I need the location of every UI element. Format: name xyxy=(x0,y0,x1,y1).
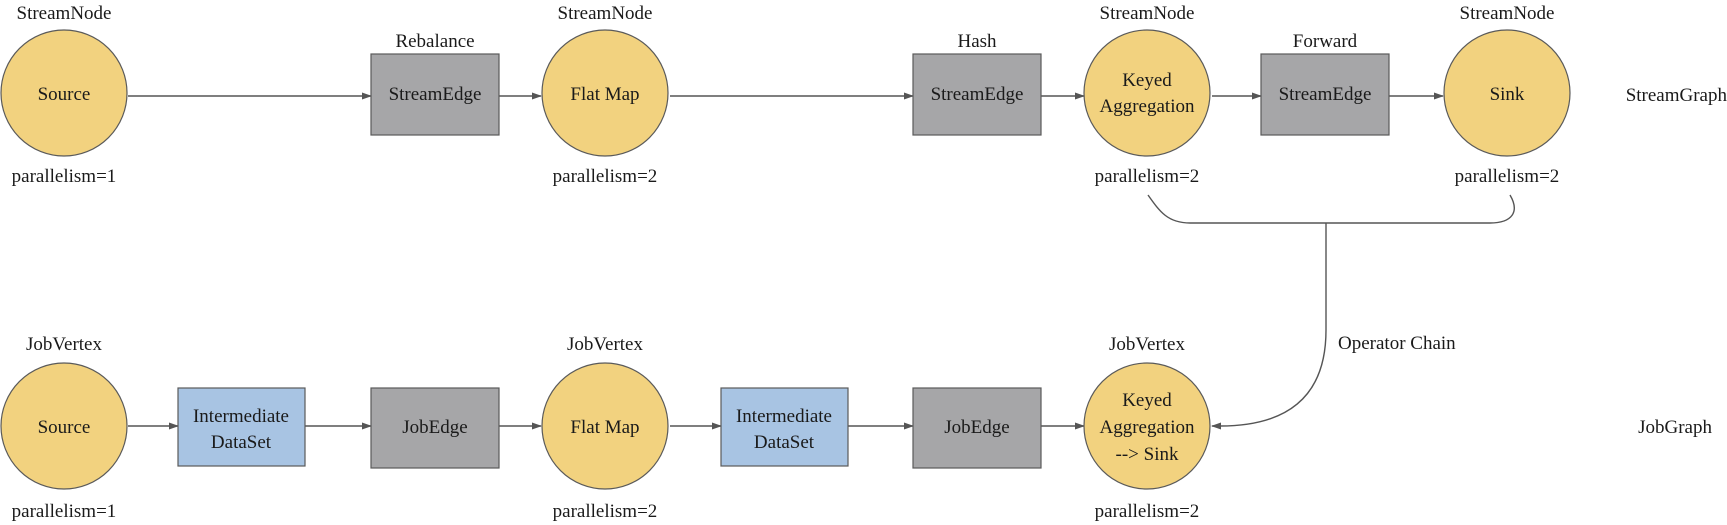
intermediate-dataset-name-line-1: Intermediate xyxy=(736,406,832,427)
stream-graph-label: StreamGraph xyxy=(1626,85,1727,106)
stream-node-sink: StreamNode Sink parallelism=2 xyxy=(1443,3,1571,187)
stream-node-type-label: StreamNode xyxy=(1100,3,1195,24)
stream-node-name-line-1: Keyed xyxy=(1122,70,1172,91)
stream-edge-hash: Hash StreamEdge xyxy=(912,31,1042,136)
stream-node-circle xyxy=(1083,29,1211,157)
job-vertex-flat-map: JobVertex Flat Map parallelism=2 xyxy=(541,334,669,522)
stream-node-name: Source xyxy=(38,84,91,105)
stream-edge-forward: Forward StreamEdge xyxy=(1260,31,1390,136)
job-vertex-source: JobVertex Source parallelism=1 xyxy=(0,334,128,522)
job-vertex-name: Flat Map xyxy=(570,417,639,438)
stream-node-flat-map: StreamNode Flat Map parallelism=2 xyxy=(541,3,669,187)
intermediate-dataset-name-line-1: Intermediate xyxy=(193,406,289,427)
operator-chain-arrow xyxy=(1211,223,1327,430)
stream-node-circle xyxy=(0,29,128,157)
job-vertex-name-line-1: Keyed xyxy=(1122,390,1172,411)
job-vertex-circle xyxy=(1083,362,1211,490)
job-vertex-name-line-3: --> Sink xyxy=(1116,444,1179,465)
stream-node-circle xyxy=(541,29,669,157)
job-vertex-name: Source xyxy=(38,417,91,438)
stream-edge-partition-label: Hash xyxy=(957,31,997,52)
stream-edge-name: StreamEdge xyxy=(1279,84,1372,105)
job-edge-2: JobEdge xyxy=(912,387,1042,469)
stream-node-keyed-aggregation: StreamNode Keyed Aggregation parallelism… xyxy=(1083,3,1211,187)
intermediate-dataset-box xyxy=(720,387,849,467)
job-vertex-parallelism: parallelism=2 xyxy=(553,501,658,522)
job-vertex-type-label: JobVertex xyxy=(567,334,643,355)
stream-node-parallelism: parallelism=2 xyxy=(553,166,658,187)
stream-node-name: Flat Map xyxy=(570,84,639,105)
job-vertex-type-label: JobVertex xyxy=(26,334,102,355)
intermediate-dataset-name-line-2: DataSet xyxy=(754,432,815,453)
job-edge-name: JobEdge xyxy=(402,417,467,438)
stream-edge-name: StreamEdge xyxy=(389,84,482,105)
job-edge-1: JobEdge xyxy=(370,387,500,469)
job-edge-box xyxy=(912,387,1042,469)
job-vertex-keyed-aggregation-sink: JobVertex Keyed Aggregation --> Sink par… xyxy=(1083,334,1211,522)
stream-node-parallelism: parallelism=1 xyxy=(12,166,117,187)
stream-edge-box xyxy=(912,53,1042,136)
intermediate-dataset-name-line-2: DataSet xyxy=(211,432,272,453)
job-vertex-name-line-2: Aggregation xyxy=(1100,417,1195,438)
stream-edge-box xyxy=(1260,53,1390,136)
stream-edge-rebalance: Rebalance StreamEdge xyxy=(370,31,500,136)
stream-node-name-line-2: Aggregation xyxy=(1100,96,1195,117)
stream-node-source: StreamNode Source parallelism=1 xyxy=(0,3,128,187)
stream-node-circle xyxy=(1443,29,1571,157)
intermediate-dataset-1: Intermediate DataSet xyxy=(177,387,306,467)
job-edge-box xyxy=(370,387,500,469)
stream-edge-partition-label: Forward xyxy=(1293,31,1358,52)
stream-edge-partition-label: Rebalance xyxy=(395,31,474,52)
job-vertex-parallelism: parallelism=1 xyxy=(12,501,117,522)
job-vertex-type-label: JobVertex xyxy=(1109,334,1185,355)
stream-node-type-label: StreamNode xyxy=(558,3,653,24)
stream-node-parallelism: parallelism=2 xyxy=(1455,166,1560,187)
stream-node-parallelism: parallelism=2 xyxy=(1095,166,1200,187)
operator-chain-bracket xyxy=(1147,194,1515,224)
job-vertex-circle xyxy=(0,362,128,490)
stream-node-type-label: StreamNode xyxy=(17,3,112,24)
job-vertex-circle xyxy=(541,362,669,490)
intermediate-dataset-box xyxy=(177,387,306,467)
stream-node-type-label: StreamNode xyxy=(1460,3,1555,24)
intermediate-dataset-2: Intermediate DataSet xyxy=(720,387,849,467)
stream-edge-name: StreamEdge xyxy=(931,84,1024,105)
job-vertex-parallelism: parallelism=2 xyxy=(1095,501,1200,522)
stream-node-name: Sink xyxy=(1490,84,1525,105)
operator-chain-label: Operator Chain xyxy=(1338,333,1456,354)
stream-edge-box xyxy=(370,53,500,136)
job-graph-label: JobGraph xyxy=(1638,417,1712,438)
job-edge-name: JobEdge xyxy=(944,417,1009,438)
